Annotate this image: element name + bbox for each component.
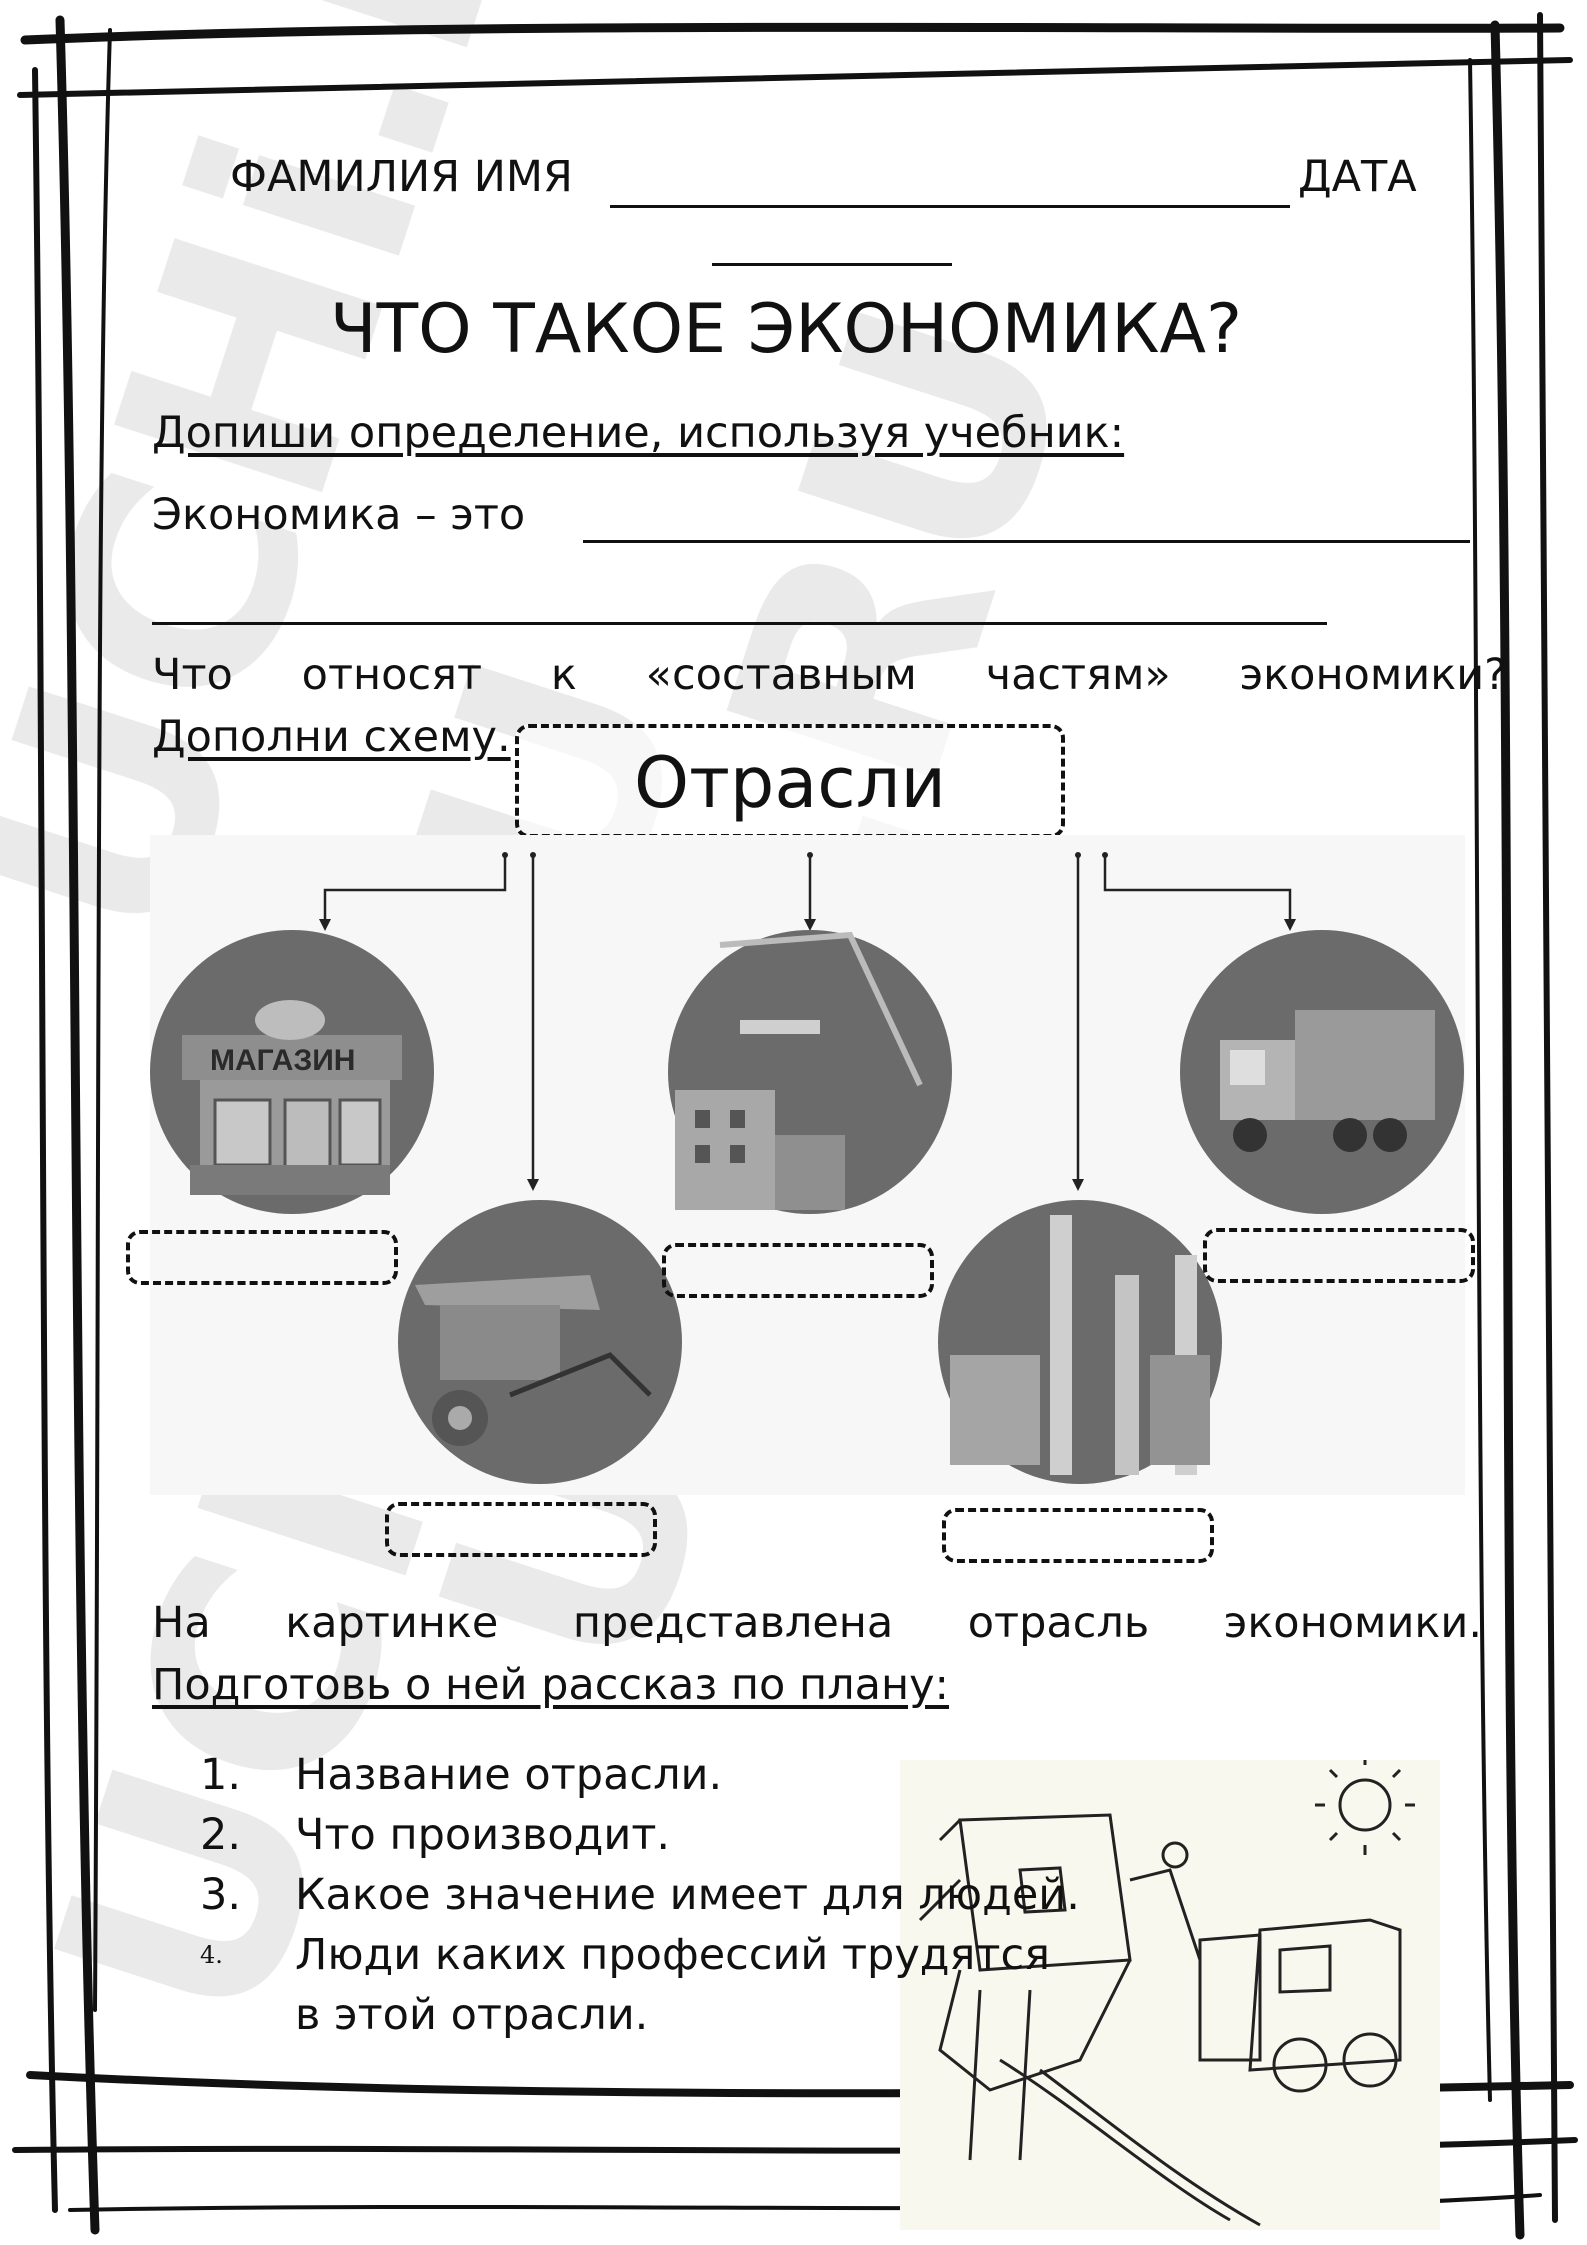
plan-item: 1. Название отрасли. (190, 1745, 1080, 1805)
sectors-diagram: МАГАЗИН (150, 835, 1465, 1495)
task3-instruction: Подготовь о ней рассказ по плану: (152, 1660, 950, 1710)
plan-item: 2. Что производит. (190, 1805, 1080, 1865)
plan-item-continuation: в этой отрасли. (190, 1985, 1080, 2045)
plan-num: 3. (200, 1870, 242, 1920)
answer-box-agriculture[interactable] (385, 1502, 657, 1557)
plan-text: Какое значение имеет для людей. (295, 1870, 1080, 1920)
plan-text: Название отрасли. (295, 1750, 723, 1800)
agriculture-illustration (398, 1200, 682, 1484)
plan-item: 3. Какое значение имеет для людей. (190, 1865, 1080, 1925)
answer-box-industry[interactable] (942, 1508, 1214, 1563)
plan-text: Люди каких профессий трудятся (295, 1930, 1050, 1980)
name-label: ФАМИЛИЯ ИМЯ (230, 152, 573, 202)
harvest-illustration (900, 1760, 1440, 2230)
plan-num: 2. (200, 1810, 242, 1860)
plan-item: 4. Люди каких профессий трудятся (190, 1925, 1080, 1985)
definition-start: Экономика – это (152, 490, 526, 540)
plan-text: Что производит. (295, 1810, 671, 1860)
shop-sign: МАГАЗИН (210, 1044, 355, 1077)
task2-instruction: Дополни схему. (152, 712, 511, 762)
plan-list: 1. Название отрасли. 2. Что производит. 3.… (190, 1745, 1080, 2045)
construction-illustration (668, 930, 952, 1214)
name-fill-line[interactable] (610, 205, 1290, 208)
task2-question: Что относят к «составным частям» экономи… (152, 650, 1507, 700)
center-box: Отрасли (515, 724, 1065, 838)
page-title: ЧТО ТАКОЕ ЭКОНОМИКА? (330, 290, 1243, 369)
shop-illustration: МАГАЗИН (150, 930, 434, 1214)
industry-illustration (938, 1200, 1222, 1484)
task3-intro: На картинке представлена отрасль экономи… (152, 1598, 1482, 1648)
date-fill-line[interactable] (712, 263, 952, 266)
plan-text-continuation: в этой отрасли. (295, 1990, 649, 2040)
answer-box-transport[interactable] (1203, 1228, 1475, 1283)
center-label: Отрасли (634, 742, 946, 824)
definition-line-1[interactable] (583, 540, 1470, 543)
plan-num: 4. (200, 1941, 223, 1969)
plan-num: 1. (200, 1750, 242, 1800)
task1-instruction: Допиши определение, используя учебник: (152, 408, 1125, 458)
definition-line-2[interactable] (152, 622, 1327, 625)
date-label: ДАТА (1298, 152, 1417, 202)
answer-box-shop[interactable] (126, 1230, 398, 1285)
transport-illustration (1180, 930, 1464, 1214)
answer-box-construction[interactable] (662, 1243, 934, 1298)
